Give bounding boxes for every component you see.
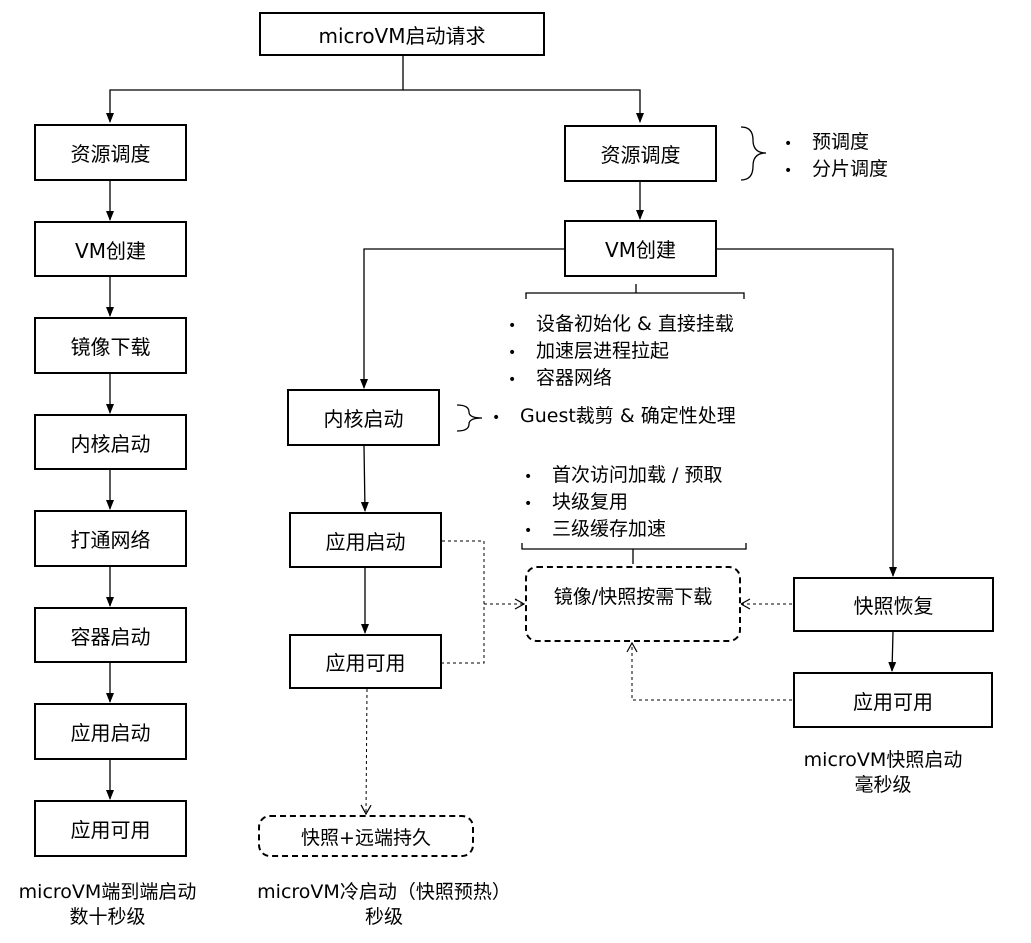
left-caption-line2: 数十秒级: [69, 906, 146, 928]
snapshot-persist-box: 快照+远端持久: [258, 815, 474, 857]
scheduling-notes: 预调度 分片调度: [784, 130, 888, 184]
snapshot-step-app-ready: 应用可用: [793, 672, 993, 728]
left-step-kernel-boot: 内核启动: [34, 414, 187, 470]
note-item: 加速层进程拉起: [508, 339, 734, 366]
on-demand-download-box: 镜像/快照按需下载: [525, 566, 741, 642]
note-item: 首次访问加载 / 预取: [524, 463, 722, 490]
kernel-notes: Guest裁剪 & 确定性处理: [492, 404, 736, 431]
left-caption-line1: microVM端到端启动: [18, 881, 197, 903]
cold-caption-line2: 秒级: [364, 906, 403, 928]
snapshot-caption: microVM快照启动 毫秒级: [783, 748, 983, 798]
cold-step-app-ready: 应用可用: [289, 634, 442, 689]
left-step-app-start: 应用启动: [34, 703, 187, 760]
cold-step-app-start: 应用启动: [289, 512, 442, 568]
note-item: 预调度: [784, 130, 888, 157]
left-step-container-start: 容器启动: [34, 607, 187, 663]
right-step-scheduling: 资源调度: [564, 125, 717, 182]
left-step-scheduling: 资源调度: [34, 124, 187, 181]
cold-caption: microVM冷启动（快照预热） 秒级: [234, 880, 534, 930]
vm-create-notes: 设备初始化 & 直接挂载 加速层进程拉起 容器网络: [508, 312, 734, 393]
cold-caption-line1: microVM冷启动（快照预热）: [257, 881, 511, 903]
cold-step-kernel-boot: 内核启动: [287, 389, 440, 446]
left-caption: microVM端到端启动 数十秒级: [0, 880, 215, 930]
right-step-vm-create: VM创建: [564, 220, 717, 277]
snapshot-step-restore: 快照恢复: [793, 577, 994, 632]
on-demand-notes: 首次访问加载 / 预取 块级复用 三级缓存加速: [524, 463, 722, 544]
left-step-image-download: 镜像下载: [34, 317, 187, 374]
note-item: 三级缓存加速: [524, 517, 722, 544]
note-item: 容器网络: [508, 366, 734, 393]
note-item: 分片调度: [784, 157, 888, 184]
left-step-app-ready: 应用可用: [34, 800, 187, 857]
snapshot-caption-line2: 毫秒级: [854, 774, 912, 796]
note-item: 块级复用: [524, 490, 722, 517]
root-request-box: microVM启动请求: [259, 12, 545, 56]
note-item: 设备初始化 & 直接挂载: [508, 312, 734, 339]
snapshot-caption-line1: microVM快照启动: [803, 749, 963, 771]
left-step-network: 打通网络: [34, 510, 187, 567]
left-step-vm-create: VM创建: [34, 221, 187, 277]
note-item: Guest裁剪 & 确定性处理: [492, 404, 736, 431]
